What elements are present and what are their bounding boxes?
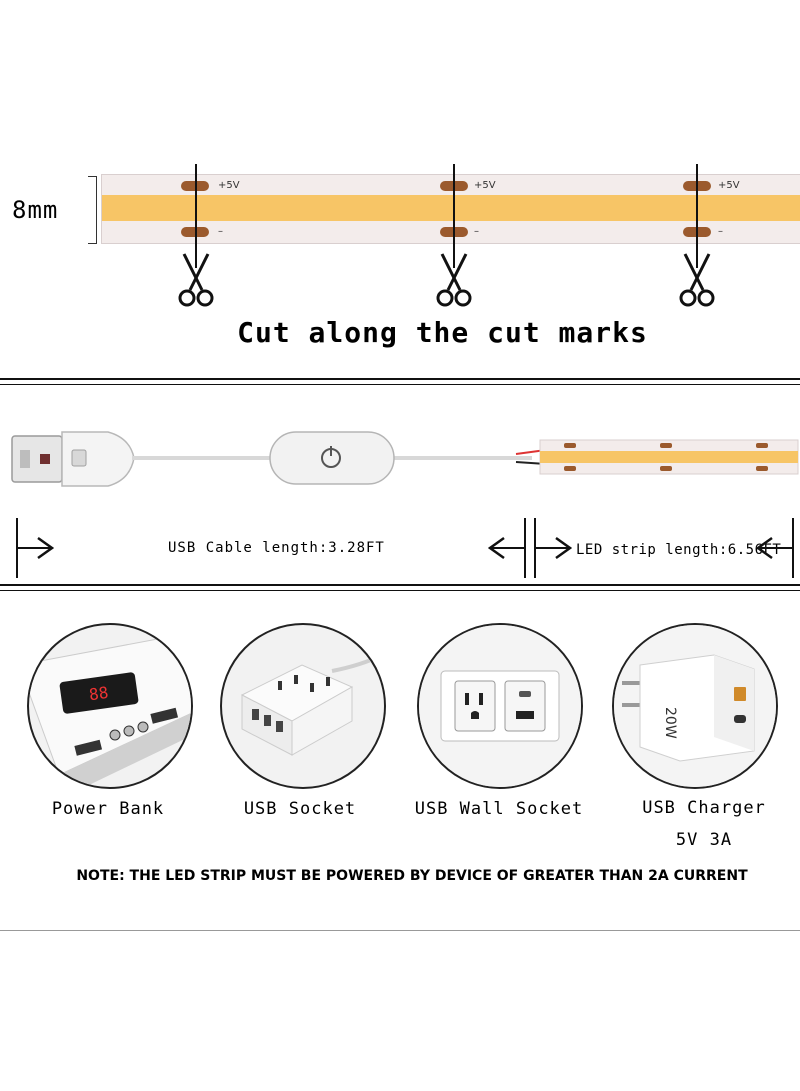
usb-socket-circle [220, 623, 386, 789]
dimension-tick [534, 518, 536, 578]
cut-caption: Cut along the cut marks [237, 316, 648, 349]
strip-width-label: 8mm [12, 196, 59, 224]
charger-print: 20W [662, 707, 678, 739]
device-label: USB Wall Socket [414, 799, 584, 819]
dimension-tick [792, 518, 794, 578]
device-label: Power Bank [51, 799, 165, 819]
dimension-tick [524, 518, 526, 578]
cut-line [453, 164, 455, 268]
usb-charger-circle: 20W [612, 623, 778, 789]
power-note: NOTE: THE LED STRIP MUST BE POWERED BY D… [76, 868, 748, 884]
pad-label-negative: – [718, 226, 723, 237]
device-label: USB Charger [642, 798, 766, 818]
arrow-left-icon [756, 536, 792, 560]
pad-label-positive: +5V [718, 180, 740, 191]
cut-line [696, 164, 698, 268]
arrow-right-icon [536, 536, 572, 560]
section-divider [0, 590, 800, 591]
usb-wall-socket-icon [419, 625, 581, 787]
usb-cable-length-label: USB Cable length:3.28FT [168, 540, 385, 556]
usb-socket-icon [240, 653, 383, 756]
usb-charger-icon: 20W [614, 625, 776, 787]
pad-label-positive: +5V [218, 180, 240, 191]
usb-wall-socket-circle [417, 623, 583, 789]
pad-label-negative: – [474, 226, 479, 237]
device-label: USB Socket [243, 799, 357, 819]
device-sublabel: 5V 3A [675, 830, 733, 850]
cut-line [195, 164, 197, 268]
section-divider [0, 378, 800, 380]
section-divider [0, 384, 800, 385]
scissors-icon [436, 253, 472, 307]
usb-cable-assembly [11, 431, 799, 487]
led-strip-length-label: LED strip length:6.56FT [576, 542, 782, 558]
scissors-icon [178, 253, 214, 307]
power-bank-circle: 88 [27, 623, 193, 789]
pad-label-positive: +5V [474, 180, 496, 191]
section-divider [0, 584, 800, 586]
bottom-divider [0, 930, 800, 931]
scissors-icon [679, 253, 715, 307]
power-bank-icon: 88 [29, 634, 191, 787]
dimension-tick [16, 518, 18, 578]
cob-light-band [102, 195, 800, 221]
pad-label-negative: – [218, 226, 223, 237]
arrow-right-icon [18, 536, 54, 560]
width-dimension-bracket [88, 176, 97, 244]
arrow-left-icon [488, 536, 524, 560]
power-bank-display: 88 [88, 683, 110, 704]
